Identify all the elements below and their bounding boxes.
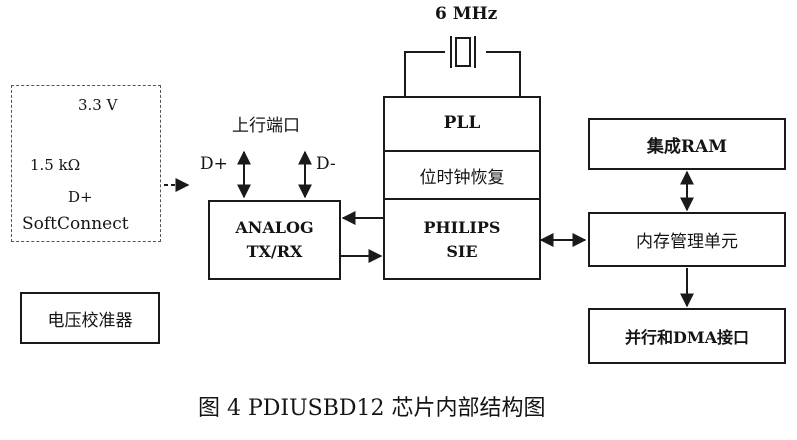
memory-management-block: 内存管理单元 [588, 212, 786, 267]
supply-voltage: 3.3 V [78, 96, 118, 114]
crystal-wire [404, 51, 445, 96]
stack-divider [383, 150, 541, 152]
dplus-pin-label: D+ [68, 188, 93, 206]
dplus-label: D+ [200, 154, 228, 174]
parallel-dma-block: 并行和DMA接口 [588, 308, 786, 364]
sie-block: PHILIPS SIE [383, 200, 541, 280]
integrated-ram-block: 集成RAM [588, 118, 786, 170]
sie-line-1: PHILIPS [423, 218, 501, 237]
analog-txrx-block: ANALOG TX/RX [208, 200, 341, 280]
pll-block: PLL [443, 113, 481, 133]
crystal-wire [486, 51, 521, 96]
voltage-regulator-block: 电压校准器 [20, 292, 160, 344]
figure-caption: 图 4 PDIUSBD12 芯片内部结构图 [198, 396, 546, 421]
clock-recovery-block: 位时钟恢复 [419, 167, 505, 188]
resistor-value: 1.5 kΩ [30, 156, 81, 174]
analog-line-2: TX/RX [246, 242, 303, 261]
softconnect-label: SoftConnect [22, 214, 129, 234]
stack-divider [383, 198, 541, 200]
crystal-body [455, 37, 471, 67]
analog-line-1: ANALOG [235, 218, 314, 237]
dminus-label: D- [316, 154, 336, 174]
upstream-port-label: 上行端口 [232, 116, 300, 136]
sie-line-2: SIE [446, 242, 478, 261]
softconnect-box [11, 85, 161, 242]
crystal-frequency: 6 MHz [435, 4, 498, 24]
pll-sie-stack [383, 96, 541, 280]
